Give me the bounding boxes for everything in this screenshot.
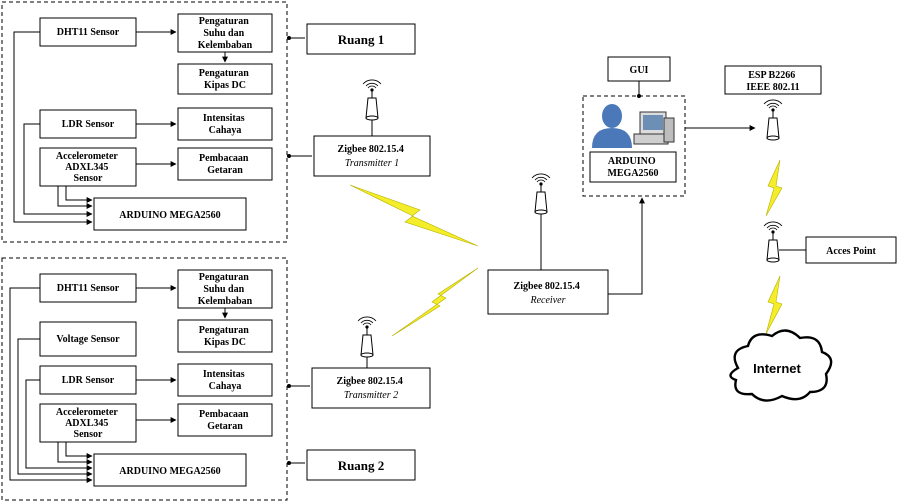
- room1-kipas-box: [177, 63, 273, 95]
- room2-ldr-label: LDR Sensor: [62, 375, 115, 386]
- esp-label: ESP B2266 IEEE 802.11: [746, 70, 799, 93]
- room1-boundary: [1, 1, 288, 243]
- receiver-box: [487, 269, 609, 315]
- room1-ldr-box: [39, 109, 137, 139]
- user-icon: [592, 104, 632, 148]
- esp-box: [724, 65, 822, 95]
- room2-boundary: [1, 257, 288, 501]
- room2-intensitas-label: Intensitas Cahaya: [203, 369, 247, 392]
- room1-kipas-label: Pengaturan Kipas DC: [199, 68, 252, 91]
- ruang2-label: Ruang 2: [338, 458, 385, 473]
- room2-suhu-label: Pengaturan Suhu dan Kelembaban: [198, 272, 253, 307]
- server-boundary: [582, 95, 686, 197]
- access-point-label: Acces Point: [826, 246, 876, 257]
- computer-icon: [633, 111, 675, 145]
- room2-ldr-box: [39, 365, 137, 395]
- room1-getaran-box: [177, 147, 273, 181]
- room1-intensitas-box: [177, 107, 273, 141]
- room2-dht11-box: [39, 273, 137, 303]
- room2-intensitas-box: [177, 363, 273, 397]
- antenna-icon: [357, 316, 377, 358]
- transmitter1-box: [313, 135, 431, 177]
- room2-group: DHT11 Sensor Pengaturan Suhu dan Kelemba…: [1, 257, 288, 501]
- ruang1-box: [306, 23, 416, 55]
- room2-arduino-label: ARDUINO MEGA2560: [119, 466, 220, 477]
- room1-intensitas-label: Intensitas Cahaya: [203, 113, 247, 136]
- server-arduino-box: [589, 151, 677, 183]
- room2-arduino-box: [93, 453, 247, 487]
- transmitter1-label: Zigbee 802.15.4 Transmitter 1: [338, 144, 407, 169]
- room2-accel-box: [39, 403, 137, 443]
- room1-dht11-box: [39, 17, 137, 47]
- gui-label: GUI: [630, 65, 649, 76]
- transmitter2-box: [311, 367, 431, 409]
- lightning-bolt-icon: [349, 184, 479, 247]
- room2-getaran-label: Pembacaan Getaran: [199, 409, 251, 432]
- antenna-icon: [362, 79, 382, 121]
- lightning-bolt-icon: [765, 275, 783, 335]
- lightning-bolt-icon: [391, 267, 479, 337]
- room1-suhu-box: [177, 13, 273, 53]
- room2-dht11-label: DHT11 Sensor: [57, 283, 120, 294]
- antenna-icon: [531, 173, 551, 215]
- room1-suhu-label: Pengaturan Suhu dan Kelembaban: [198, 16, 253, 51]
- server-arduino-label: ARDUINO MEGA2560: [607, 156, 658, 179]
- transmitter2-label: Zigbee 802.15.4 Transmitter 2: [337, 376, 406, 401]
- room2-suhu-box: [177, 269, 273, 309]
- room2-accel-label: Accelerometer ADXL345 Sensor: [56, 407, 120, 440]
- room1-arduino-label: ARDUINO MEGA2560: [119, 210, 220, 221]
- room2-voltage-label: Voltage Sensor: [56, 334, 120, 345]
- room1-dht11-label: DHT11 Sensor: [57, 27, 120, 38]
- ruang2-box: [306, 449, 416, 481]
- receiver-label: Zigbee 802.15.4 Receiver: [514, 281, 583, 306]
- room1-accel-box: [39, 147, 137, 187]
- internet-label: Internet: [753, 361, 801, 376]
- room2-kipas-label: Pengaturan Kipas DC: [199, 325, 252, 348]
- access-point-box: [805, 236, 897, 264]
- room1-accel-label: Accelerometer ADXL345 Sensor: [56, 151, 120, 184]
- room1-group: DHT11 Sensor Pengaturan Suhu dan Kelemba…: [1, 1, 288, 243]
- room2-getaran-box: [177, 403, 273, 437]
- room1-getaran-label: Pembacaan Getaran: [199, 153, 251, 176]
- cloud-icon: [729, 329, 833, 402]
- room1-ldr-label: LDR Sensor: [62, 119, 115, 130]
- ruang1-label: Ruang 1: [338, 32, 385, 47]
- antenna-icon: [763, 99, 783, 141]
- room2-voltage-box: [39, 321, 137, 357]
- room2-kipas-box: [177, 319, 273, 353]
- lightning-bolt-icon: [765, 159, 783, 217]
- room1-arduino-box: [93, 197, 247, 231]
- antenna-icon: [763, 221, 783, 263]
